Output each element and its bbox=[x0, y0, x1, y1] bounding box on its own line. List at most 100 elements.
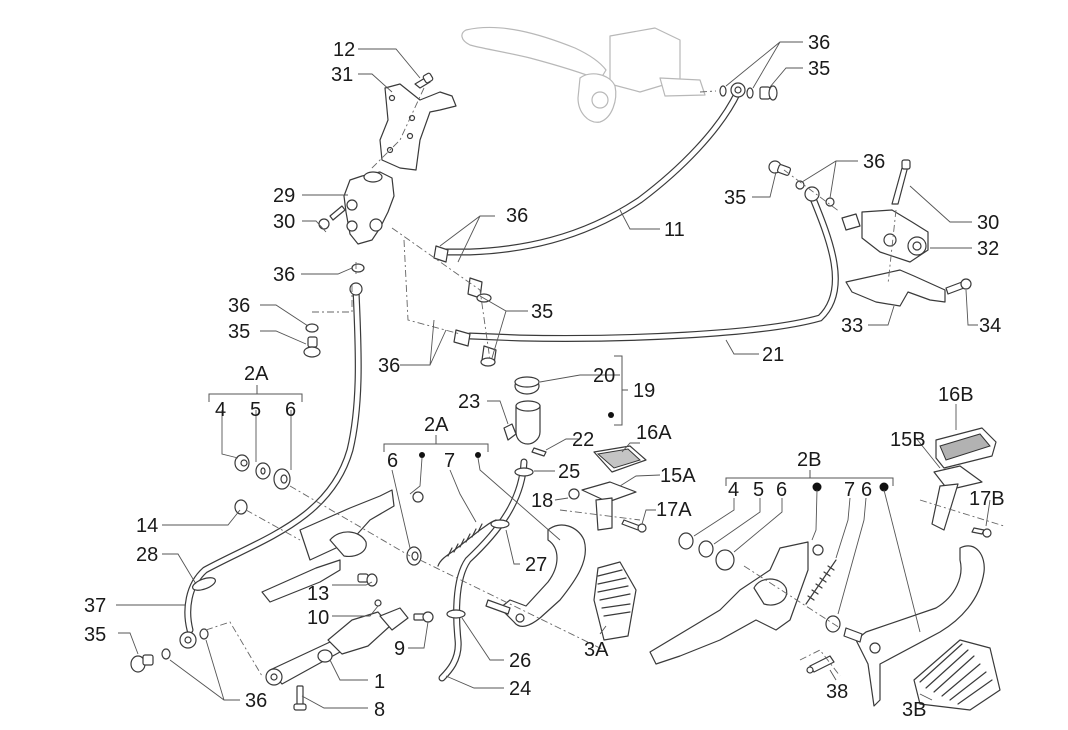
callout-38: 38 bbox=[826, 681, 848, 703]
kit-2B-item-5: 5 bbox=[753, 479, 764, 501]
part-spring-7-left bbox=[437, 519, 497, 567]
part-bushing-6-center bbox=[406, 546, 422, 566]
callout-19: 19 bbox=[633, 380, 655, 402]
part-bolt-13 bbox=[357, 573, 378, 587]
assembly-lines bbox=[205, 87, 1005, 677]
part-bolt-30a bbox=[318, 205, 346, 230]
part-reservoir-hose-24 bbox=[438, 458, 528, 682]
part-pedal-bracket-left bbox=[261, 489, 424, 603]
part-clip-10 bbox=[374, 599, 382, 607]
kit-2B-item-6b: 6 bbox=[861, 479, 872, 501]
part-clamp-26 bbox=[446, 609, 466, 619]
callout-29: 29 bbox=[273, 185, 295, 207]
part-bushing-4-left bbox=[234, 454, 250, 472]
part-clip-23 bbox=[503, 423, 517, 441]
callout-13: 13 bbox=[307, 583, 329, 605]
leader-lines bbox=[116, 41, 991, 709]
part-bracket-33 bbox=[845, 269, 946, 307]
callout-36-left-upper: 36 bbox=[228, 295, 250, 317]
kit-label-2A-center: 2A bbox=[424, 414, 449, 436]
part-brake-hose-21 bbox=[453, 186, 839, 347]
part-banjo-bolt-35b bbox=[759, 85, 778, 101]
kit-label-2B: 2B bbox=[797, 449, 821, 471]
part-pin-9 bbox=[413, 611, 434, 623]
callout-36-center-upper: 36 bbox=[506, 205, 528, 227]
callout-labels: 12 31 29 30 36 36 35 36 35 11 36 36 35 3… bbox=[84, 32, 1005, 721]
callout-36-top-right: 36 bbox=[808, 32, 830, 54]
part-washer-36f bbox=[305, 323, 319, 333]
part-reservoir-19 bbox=[515, 400, 541, 445]
kit-2A-center-item-7: 7 bbox=[444, 450, 455, 472]
part-bolt-17B bbox=[971, 527, 992, 538]
callout-36-center-lower: 36 bbox=[378, 355, 400, 377]
callout-37: 37 bbox=[84, 595, 106, 617]
callout-9: 9 bbox=[394, 638, 405, 660]
callout-11: 11 bbox=[664, 219, 685, 241]
part-pad-plate-15A bbox=[581, 481, 637, 531]
callout-30-left: 30 bbox=[273, 211, 295, 233]
callout-20: 20 bbox=[593, 365, 615, 387]
part-clamp-28 bbox=[191, 577, 217, 591]
callout-23: 23 bbox=[458, 391, 480, 413]
part-caliper-32 bbox=[841, 209, 929, 263]
part-pad-plate-15B bbox=[931, 465, 983, 531]
callout-31: 31 bbox=[331, 64, 353, 86]
kit-label-2A-left: 2A bbox=[244, 363, 269, 385]
callout-36-bottom-left: 36 bbox=[245, 690, 267, 712]
kit-2A-left-item-6: 6 bbox=[285, 399, 296, 421]
part-brake-pedal-b bbox=[843, 545, 985, 707]
part-bushing-6-right bbox=[715, 549, 735, 571]
part-bolt-34 bbox=[945, 278, 972, 295]
part-washer-5-right bbox=[698, 540, 714, 558]
kit-bracket-2B bbox=[725, 470, 894, 492]
part-brake-pedal-a bbox=[485, 524, 586, 627]
callout-8: 8 bbox=[374, 699, 385, 721]
part-washer-36b bbox=[719, 85, 727, 97]
callout-35-bottom-left: 35 bbox=[84, 624, 106, 646]
part-washer-36c bbox=[746, 87, 754, 99]
part-nut-18 bbox=[568, 488, 580, 500]
part-clamp-27 bbox=[490, 519, 510, 529]
part-screw-22 bbox=[531, 447, 547, 457]
part-washer-36a bbox=[351, 263, 365, 273]
callout-35-center: 35 bbox=[531, 301, 553, 323]
kit-2B-item-4: 4 bbox=[728, 479, 739, 501]
part-bushing-4-right bbox=[678, 532, 694, 550]
part-reservoir-cap-20 bbox=[514, 376, 540, 395]
callout-25: 25 bbox=[558, 461, 580, 483]
callout-33: 33 bbox=[841, 315, 863, 337]
callout-15B: 15B bbox=[890, 429, 926, 451]
callout-1: 1 bbox=[374, 671, 385, 693]
callout-16A: 16A bbox=[636, 422, 672, 444]
callout-16B: 16B bbox=[938, 384, 974, 406]
callout-30-right: 30 bbox=[977, 212, 999, 234]
kit-bracket-2A-left bbox=[208, 385, 303, 402]
callout-17B: 17B bbox=[969, 488, 1005, 510]
kit-2B-item-7: 7 bbox=[844, 479, 855, 501]
part-pedal-pad-16B bbox=[935, 427, 997, 469]
part-clamp-25 bbox=[514, 467, 534, 477]
part-boot-3A bbox=[593, 561, 637, 641]
part-master-cylinder-1 bbox=[265, 607, 409, 686]
callout-17A: 17A bbox=[656, 499, 692, 521]
part-banjo-bolt-35e bbox=[130, 654, 154, 673]
callout-36-caliper: 36 bbox=[863, 151, 885, 173]
part-washer-36g bbox=[161, 628, 209, 660]
callout-35-top-right: 35 bbox=[808, 58, 830, 80]
callout-15A: 15A bbox=[660, 465, 696, 487]
callout-22: 22 bbox=[572, 429, 594, 451]
callout-28: 28 bbox=[136, 544, 158, 566]
callout-34: 34 bbox=[979, 315, 1001, 337]
part-brake-distributor-29 bbox=[343, 171, 395, 245]
part-washer-5-left bbox=[255, 462, 271, 480]
callout-26: 26 bbox=[509, 650, 531, 672]
part-banjo-bolt-35a-lower bbox=[480, 345, 497, 367]
part-bolt-17A bbox=[621, 519, 647, 533]
part-pedal-pad-16A bbox=[593, 445, 647, 473]
callout-35-left-upper: 35 bbox=[228, 321, 250, 343]
callout-27: 27 bbox=[525, 554, 547, 576]
part-brake-hose-11 bbox=[433, 82, 746, 263]
part-bushing-6-left bbox=[273, 468, 291, 490]
callout-21: 21 bbox=[762, 344, 784, 366]
